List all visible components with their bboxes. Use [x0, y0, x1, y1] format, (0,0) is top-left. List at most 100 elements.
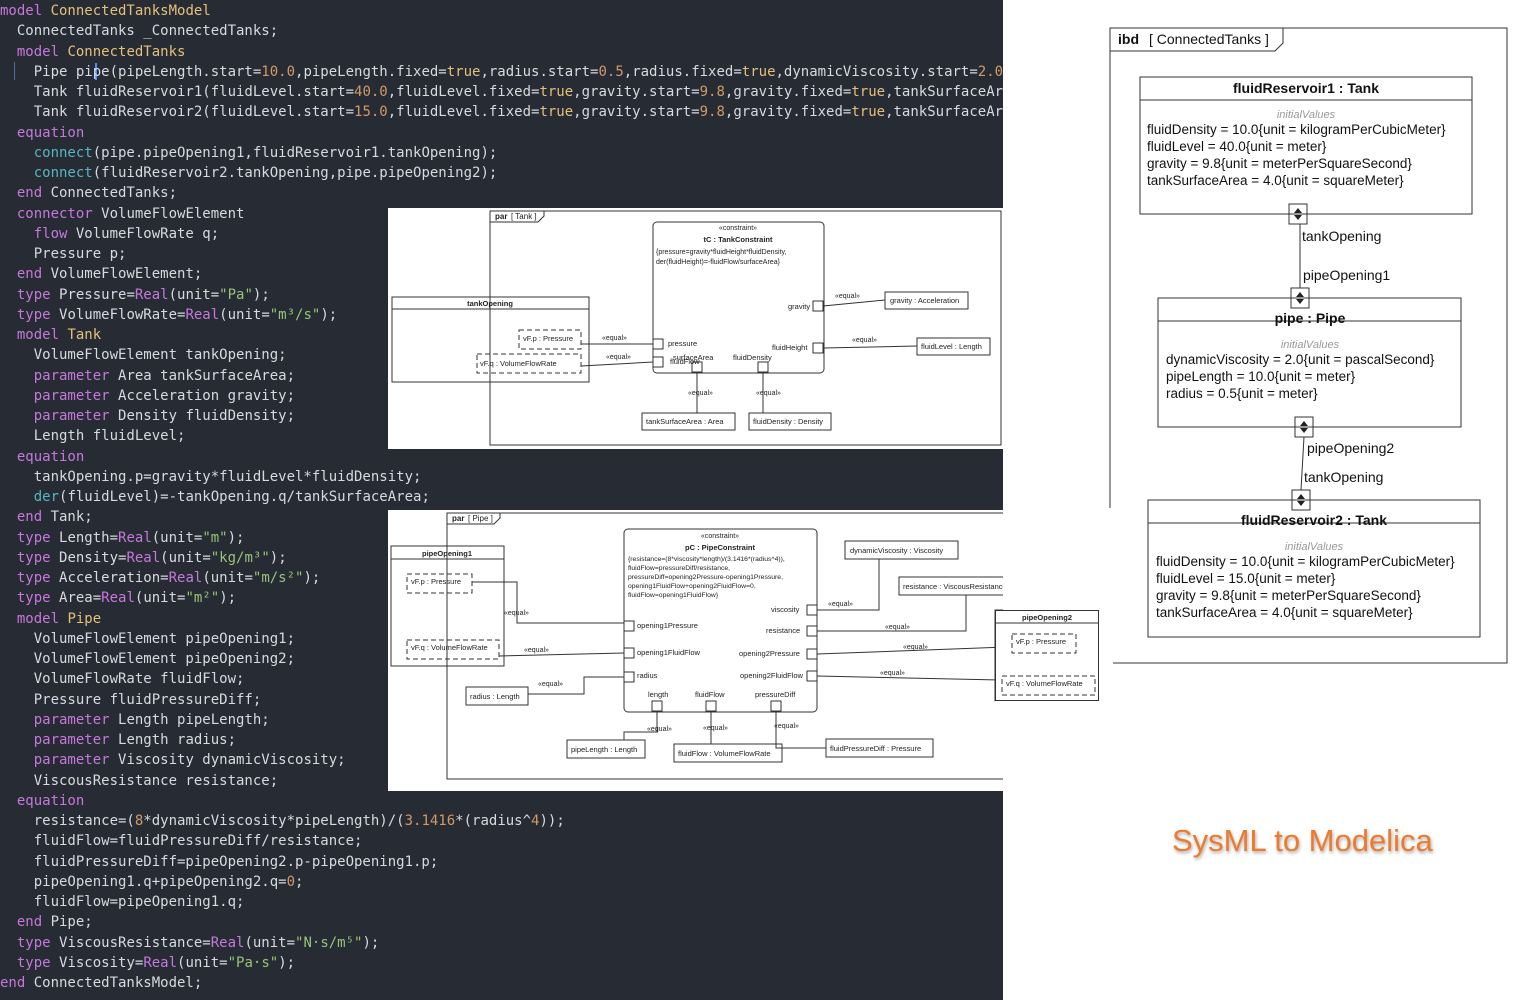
code-token: equation	[0, 124, 85, 141]
ibd-reservoir1-title: fluidReservoir1 : Tank	[1233, 80, 1379, 96]
code-token: 40.0	[354, 84, 388, 100]
pipe-opening2-title-ext: pipeOpening2	[1022, 613, 1072, 622]
code-token: "Pa·s"	[227, 954, 279, 971]
code-line: connect(pipe.pipeOpening1,fluidReservoir…	[0, 143, 1003, 163]
tank-vfp-label: vF.p : Pressure	[523, 334, 573, 343]
tank-frame-kw: par	[495, 212, 507, 221]
code-token: Pressure=	[59, 286, 135, 303]
code-token: Real	[168, 570, 203, 586]
pipe-port-o1p: opening1Pressure	[637, 621, 698, 630]
code-token: tankOpening.p=gravity*fluidLevel*fluidDe…	[0, 468, 422, 485]
code-token: "m³/s"	[269, 306, 321, 323]
code-line: fluidFlow=fluidPressureDiff/resistance;	[0, 831, 1003, 851]
ibd-pipe-title: pipe : Pipe	[1275, 310, 1346, 326]
code-token: der	[0, 489, 60, 505]
code-token: true	[741, 63, 776, 80]
pipe-radius-value: radius : Length	[470, 692, 520, 701]
tank-frame-name: [ Tank ]	[511, 212, 537, 221]
indent-guide	[14, 62, 15, 80]
code-token: end	[0, 266, 51, 283]
code-token: VolumeFlowRate q;	[75, 225, 220, 242]
code-token: ,gravity.fixed=	[724, 104, 852, 121]
tank-constraint-title: tC : TankConstraint	[703, 235, 773, 244]
pipe-port-o2p: opening2Pressure	[739, 649, 800, 658]
code-token: true	[446, 63, 481, 80]
code-token: ConnectedTanksModel;	[33, 975, 203, 991]
code-token: "m/s²"	[252, 570, 304, 586]
code-token: parameter	[0, 408, 119, 424]
tank-opening-title: tankOpening	[467, 299, 513, 308]
code-token: "m"	[202, 529, 228, 546]
ibd-reservoir1-block	[1139, 76, 1473, 215]
code-token: ,dynamicViscosity.start=	[775, 63, 978, 80]
code-token: Pipe pipe(pipeLength.start=	[0, 63, 262, 80]
code-token: 4	[531, 813, 540, 829]
ibd-r2-value-2: fluidLevel = 15.0{unit = meter}	[1156, 571, 1336, 586]
code-line: parameter Density fluidDensity;	[0, 406, 1003, 426]
code-token: ConnectedTanks _ConnectedTanks;	[0, 23, 279, 40]
tank-equal-3: «equal»	[835, 293, 860, 300]
code-line: fluidPressureDiff=pipeOpening2.p-pipeOpe…	[0, 852, 1003, 872]
code-token: ,gravity.start=	[573, 104, 700, 121]
code-token: fluidPressureDiff=pipeOpening2.p-pipeOpe…	[0, 853, 439, 870]
code-token: connect	[0, 165, 93, 181]
caption-title: SysML to Modelica	[1172, 823, 1433, 858]
code-line: der(fluidLevel)=-tankOpening.q/tankSurfa…	[0, 487, 1003, 507]
code-token: type	[0, 590, 60, 607]
code-line: type Viscosity=Real(unit="Pa·s");	[0, 953, 1003, 973]
code-token: 3.1416	[404, 813, 456, 829]
code-token: VolumeFlowElement;	[50, 266, 203, 283]
code-token: ,fluidLevel.fixed=	[387, 84, 540, 100]
ibd-r1-value-4: tankSurfaceArea = 4.0{unit = squareMeter…	[1147, 173, 1404, 188]
code-token: Pressure p;	[0, 246, 127, 262]
pipe-constraint-line-1: {resistance=(8*viscosity*length)/(3.1416…	[628, 556, 785, 563]
code-line: parameter Length pipeLength;	[0, 710, 1003, 730]
code-token: model	[0, 327, 68, 343]
pipe-dynvisc-value: dynamicViscosity : Viscosity	[850, 546, 943, 555]
pipe-constraint-line-5: fluidFlow=opening1FluidFlow}	[628, 592, 719, 599]
code-token: VolumeFlowElement	[101, 205, 245, 222]
code-editor[interactable]: model ConnectedTanksModel ConnectedTanks…	[0, 0, 1003, 1000]
ibd-port-pipeopening2: pipeOpening2	[1307, 440, 1394, 456]
code-token: type	[0, 306, 60, 323]
code-token: (unit=	[244, 934, 296, 951]
code-line: Pressure fluidPressureDiff;	[0, 690, 1003, 710]
code-token: ,gravity.start=	[573, 84, 700, 100]
ibd-frame-kw: ibd	[1118, 31, 1139, 47]
code-token: Tank fluidReservoir1(fluidLevel.start=	[0, 84, 355, 100]
pipe-o1-vfp: vF.p : Pressure	[411, 577, 461, 586]
code-token: parameter	[0, 752, 119, 769]
code-token: resistance=(	[0, 813, 135, 829]
fluiddensity-box	[748, 412, 832, 431]
pipe-frame-kw: par	[452, 514, 464, 523]
code-token: 9.8	[699, 84, 725, 100]
pipe-o1-vfq: vF.q : VolumeFlowRate	[411, 643, 488, 652]
tank-equal-4: «equal»	[852, 337, 877, 344]
ibd-pipe-value-3: radius = 0.5{unit = meter}	[1166, 386, 1318, 401]
tank-density-value: fluidDensity : Density	[753, 417, 823, 426]
ibd-reservoir2-block	[1147, 499, 1481, 638]
code-token: Pipe;	[50, 914, 93, 931]
code-token: parameter	[0, 387, 119, 404]
code-token: Length pipeLength;	[118, 711, 270, 728]
code-line: end Tank;	[0, 507, 1003, 527]
code-line: VolumeFlowElement tankOpening;	[0, 345, 1003, 365]
pipe-opening2-svg: pipeOpening2 vF.p : Pressure vF.q : Volu…	[995, 610, 1099, 701]
code-token: (unit=	[134, 590, 186, 607]
pipe-frame-tab	[447, 513, 501, 525]
code-line: Pressure p;	[0, 244, 1003, 264]
tank-equal-5: «equal»	[688, 390, 713, 397]
tank-port-fluidflow: fluidFlow	[670, 357, 700, 366]
pipe-equal-1: «equal»	[504, 610, 529, 617]
code-token: type	[0, 529, 60, 546]
code-token: ,radius.fixed=	[623, 63, 742, 80]
par-tank-diagram: par [ Tank ] «constraint» tC : TankConst…	[388, 208, 1004, 449]
code-token: (unit=	[151, 529, 203, 546]
code-token: ConnectedTanksModel	[50, 3, 211, 19]
code-token: true	[851, 104, 886, 121]
code-token: Length=	[59, 529, 119, 546]
code-line: Tank fluidReservoir2(fluidLevel.start=15…	[0, 102, 1003, 122]
ibd-svg: ibd [ ConnectedTanks ] fluidReservoir1 :…	[1109, 27, 1508, 664]
code-token: (pipe.pipeOpening1,fluidReservoir1.tankO…	[92, 144, 498, 161]
code-line: type Density=Real(unit="kg/m³");	[0, 548, 1003, 568]
